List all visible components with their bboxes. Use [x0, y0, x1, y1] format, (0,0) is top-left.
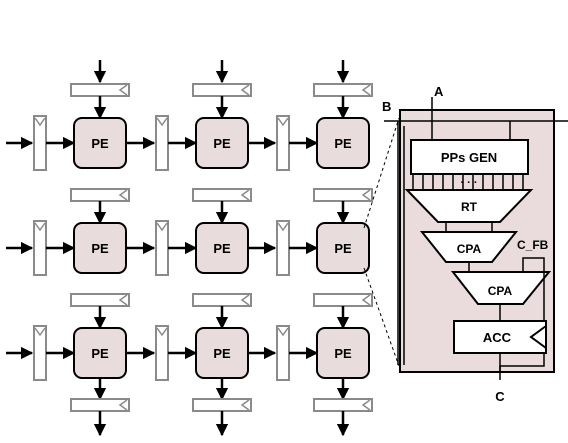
pe-label: PE [91, 346, 109, 361]
cpa-label-1: CPA [457, 242, 482, 256]
register-clock-marker [277, 327, 289, 337]
register-clock-marker [240, 84, 250, 96]
pps-gen-block [410, 139, 529, 175]
label-c: C [495, 389, 505, 404]
register-clock-marker [156, 117, 168, 127]
pe-label: PE [91, 241, 109, 256]
register-clock-marker [240, 294, 250, 306]
cpa-block-1 [419, 231, 519, 263]
pe-cell [73, 117, 127, 169]
pe-cell [316, 222, 370, 274]
pe-cell [73, 222, 127, 274]
pe-cell [195, 222, 249, 274]
pe-label: PE [334, 346, 352, 361]
rt-block [404, 189, 534, 223]
pe-cell [316, 117, 370, 169]
register-clock-marker [361, 84, 371, 96]
register-clock-marker [118, 189, 128, 201]
register-clock-marker [34, 117, 46, 127]
register-clock-marker [118, 84, 128, 96]
label-b: B [382, 99, 391, 114]
pe-grid: PE PE PE PE PE PE PE PE PE [6, 60, 373, 437]
partial-product-bus [412, 174, 524, 190]
label-a: A [434, 84, 444, 99]
register-clock-marker [240, 189, 250, 201]
pe-label: PE [213, 346, 231, 361]
pe-label: PE [213, 136, 231, 151]
register-clock-marker [240, 399, 250, 411]
zoom-lines [363, 117, 400, 367]
pe-label: PE [213, 241, 231, 256]
register-clock-marker [34, 327, 46, 337]
bus-dots: · · · [460, 177, 477, 189]
pe-label: PE [334, 136, 352, 151]
register-clock-marker [118, 294, 128, 306]
pe-label: PE [334, 241, 352, 256]
rt-label: RT [461, 200, 478, 214]
register-clock-marker [361, 189, 371, 201]
register-clock-marker [156, 222, 168, 232]
register-clock-marker [361, 294, 371, 306]
register-clock-marker [34, 222, 46, 232]
pps-gen-label: PPs GEN [441, 150, 497, 165]
pe-label: PE [91, 136, 109, 151]
register-clock-marker [277, 222, 289, 232]
register-clock-marker [118, 399, 128, 411]
acc-label: ACC [483, 330, 512, 345]
c-fb-label: C_FB [517, 238, 549, 252]
register-clock-marker [361, 399, 371, 411]
pe-cell [195, 117, 249, 169]
register-clock-marker [156, 327, 168, 337]
cpa-block-2 [450, 271, 552, 305]
cpa-label-2: CPA [488, 284, 513, 298]
register-clock-marker [277, 117, 289, 127]
pe-detail-panel: B A PPs GEN · · · RT CPA CPA C_FB ACC C [382, 84, 568, 404]
